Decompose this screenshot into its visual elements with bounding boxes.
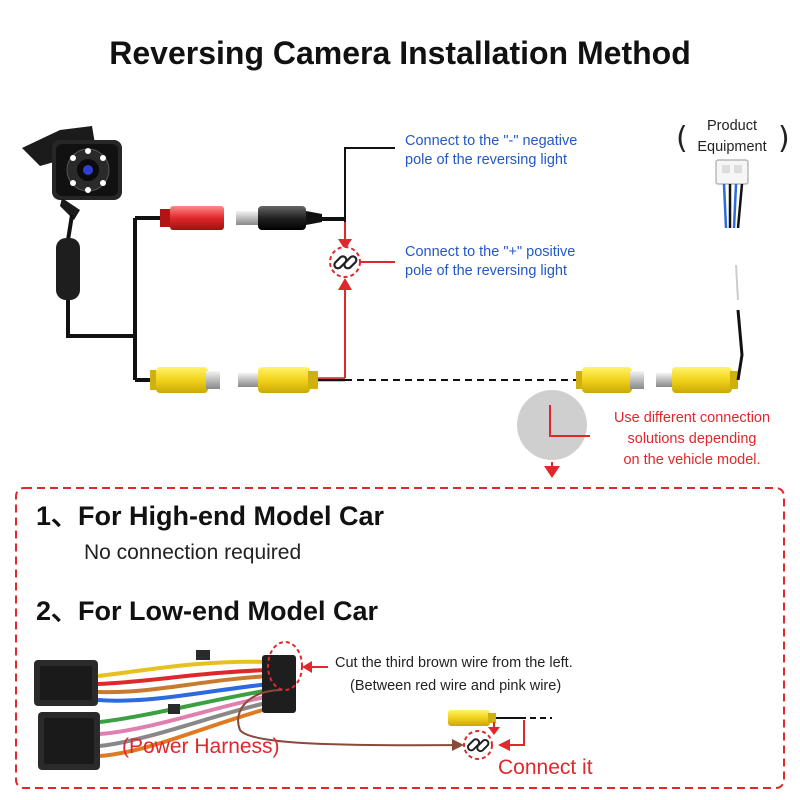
vehicle-note-line2: solutions depending bbox=[628, 431, 757, 447]
positive-note-line1: Connect to the "+" positive bbox=[405, 244, 575, 260]
negative-note-line2: pole of the reversing light bbox=[405, 152, 567, 168]
cut-note-line1: Cut the third brown wire from the left. bbox=[335, 655, 573, 671]
power-harness bbox=[34, 650, 296, 770]
product-equipment-connector bbox=[715, 159, 749, 229]
paren-left: ( bbox=[676, 121, 688, 156]
section2-heading: 2、For Low-end Model Car bbox=[36, 596, 379, 626]
rca-connector-extension-left bbox=[238, 367, 318, 393]
rca-connector-extension-right bbox=[576, 367, 644, 393]
section1-body: No connection required bbox=[84, 541, 301, 564]
junction-marker bbox=[517, 390, 587, 460]
vehicle-note-line3: on the vehicle model. bbox=[623, 452, 760, 468]
camera-icon bbox=[22, 126, 122, 220]
arrow-down-icon bbox=[544, 466, 560, 478]
harness-label: (Power Harness) bbox=[122, 735, 280, 758]
brown-wire bbox=[237, 689, 461, 747]
paren-right: ) bbox=[778, 121, 790, 156]
product-label-line2: Equipment bbox=[697, 139, 766, 155]
inline-box bbox=[56, 238, 80, 300]
product-label-line1: Product bbox=[707, 118, 757, 134]
section1-heading: 1、For High-end Model Car bbox=[36, 501, 384, 531]
power-connector-red bbox=[160, 206, 224, 230]
rca-connector-product bbox=[656, 367, 738, 393]
cut-marker bbox=[267, 641, 303, 691]
negative-note-line1: Connect to the "-" negative bbox=[405, 133, 577, 149]
rca-connector-small bbox=[448, 710, 496, 726]
dc-plug-black bbox=[236, 206, 322, 230]
link-icon bbox=[463, 730, 493, 760]
connect-label: Connect it bbox=[498, 756, 593, 779]
vehicle-note-line1: Use different connection bbox=[614, 410, 770, 426]
arrow-left-icon bbox=[302, 661, 312, 673]
positive-note-line2: pole of the reversing light bbox=[405, 263, 567, 279]
cut-note-line2: (Between red wire and pink wire) bbox=[350, 678, 561, 694]
rca-connector-camera bbox=[150, 367, 220, 393]
link-icon bbox=[329, 246, 361, 278]
page-title: Reversing Camera Installation Method bbox=[109, 35, 690, 71]
solutions-panel bbox=[15, 487, 785, 789]
